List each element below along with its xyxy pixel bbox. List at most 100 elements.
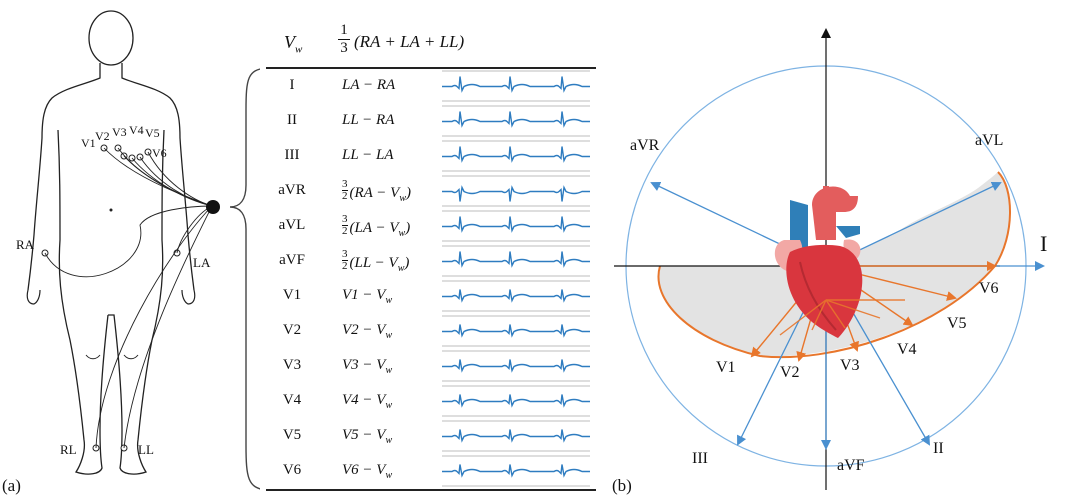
frontal-circle bbox=[625, 65, 1027, 467]
label-ll: LL bbox=[138, 442, 154, 457]
ecg-trace bbox=[442, 175, 590, 207]
row-lead-name: aVF bbox=[279, 252, 305, 268]
vector-V2 bbox=[796, 265, 827, 362]
label-vector-V3: V3 bbox=[840, 357, 860, 374]
axis-III bbox=[737, 265, 827, 446]
header-formula: (RA + LA + LL) bbox=[354, 32, 465, 51]
table-rule-bottom bbox=[266, 489, 596, 491]
table-row: V1 V1 − Vw bbox=[270, 278, 590, 313]
label-v4: V4 bbox=[129, 123, 144, 137]
row-lead-name: V2 bbox=[282, 322, 302, 338]
heart-left-atrium bbox=[843, 239, 861, 262]
label-axis-aVL: aVL bbox=[975, 132, 1004, 149]
heart-aorta bbox=[812, 186, 858, 240]
label-vector-V2: V2 bbox=[780, 364, 800, 381]
vector-V1 bbox=[750, 265, 827, 358]
label-vector-V4: V4 bbox=[897, 341, 917, 358]
body-outline bbox=[27, 63, 195, 475]
table-header: Vw 1 3 (RA + LA + LL) bbox=[270, 18, 600, 66]
row-lead-name: V5 bbox=[282, 427, 302, 443]
limb-lead-axes bbox=[650, 181, 1045, 450]
heart-ventricles bbox=[786, 244, 863, 338]
row-lead-name: V1 bbox=[282, 287, 302, 303]
table-row: V3 V3 − Vw bbox=[270, 348, 590, 383]
axis-aVL bbox=[825, 181, 1002, 267]
heart-aorta-branch-2 bbox=[833, 188, 839, 204]
ecg-trace bbox=[442, 140, 590, 172]
row-formula: LA − RA bbox=[342, 77, 396, 93]
body-hands bbox=[26, 289, 196, 305]
row-formula: LL − LA bbox=[342, 147, 394, 163]
vector-V4 bbox=[825, 265, 914, 327]
label-ra: RA bbox=[16, 237, 35, 252]
ecg-trace bbox=[442, 350, 590, 382]
precordial-vectors-front bbox=[779, 299, 905, 336]
row-lead-name: III bbox=[284, 147, 300, 163]
label-v1: V1 bbox=[81, 136, 96, 150]
row-lead-name: aVL bbox=[278, 217, 306, 233]
precordial-upper-fill bbox=[860, 172, 1011, 266]
row-lead-name: V3 bbox=[282, 357, 302, 373]
body-figure bbox=[26, 10, 260, 490]
row-formula: V2 − Vw bbox=[342, 322, 393, 341]
body-navel bbox=[109, 208, 113, 212]
heart-vena-cava bbox=[790, 200, 808, 252]
row-formula: V6 − Vw bbox=[342, 462, 393, 481]
header-fraction: 1 3 bbox=[338, 22, 350, 57]
body-head bbox=[88, 10, 134, 66]
heart-ventricle-highlight bbox=[799, 261, 837, 331]
header-vw: Vw bbox=[284, 32, 303, 56]
row-lead-name: V6 bbox=[282, 462, 302, 478]
heart-right-atrium bbox=[774, 240, 803, 272]
label-axis-III: III bbox=[692, 450, 708, 467]
heart-pulmonary bbox=[836, 226, 860, 238]
ecg-trace bbox=[442, 70, 590, 102]
label-la: LA bbox=[193, 255, 211, 270]
label-v2: V2 bbox=[95, 129, 110, 143]
ecg-trace bbox=[442, 385, 590, 417]
table-row: I LA − RA bbox=[270, 68, 590, 103]
row-formula: V1 − Vw bbox=[342, 287, 393, 306]
label-vector-V6: V6 bbox=[979, 280, 999, 297]
label-axis-aVF: aVF bbox=[837, 457, 865, 474]
vector-V5 bbox=[825, 265, 957, 301]
table-row: III LL − LA bbox=[270, 138, 590, 173]
row-lead-name: V4 bbox=[282, 392, 302, 408]
row-formula: V5 − Vw bbox=[342, 427, 393, 446]
table-brace bbox=[229, 68, 260, 490]
panel-label-a: (a) bbox=[2, 476, 21, 495]
label-axis-II: II bbox=[933, 440, 944, 457]
row-formula: V4 − Vw bbox=[342, 392, 393, 411]
ecg-trace bbox=[442, 105, 590, 137]
ecg-trace bbox=[442, 245, 590, 277]
label-vector-V5: V5 bbox=[947, 315, 967, 332]
label-v3: V3 bbox=[112, 125, 127, 139]
lead-wires bbox=[44, 147, 213, 449]
electrodes bbox=[41, 144, 181, 452]
ecg-trace bbox=[442, 280, 590, 312]
row-formula: V3 − Vw bbox=[342, 357, 393, 376]
lead-connector bbox=[206, 200, 220, 214]
ecg-trace bbox=[442, 455, 590, 487]
label-axis-I: I bbox=[1040, 231, 1048, 256]
label-v5: V5 bbox=[145, 126, 160, 140]
table-row: V6 V6 − Vw bbox=[270, 453, 590, 488]
row-lead-name: II bbox=[287, 112, 297, 128]
vector-V3 bbox=[825, 265, 859, 352]
label-vector-V1: V1 bbox=[716, 359, 736, 376]
axis-aVR bbox=[650, 181, 827, 267]
table-row: V4 V4 − Vw bbox=[270, 383, 590, 418]
label-rl: RL bbox=[60, 442, 77, 457]
row-lead-name: I bbox=[289, 77, 295, 93]
precordial-vectors bbox=[750, 261, 997, 362]
table-row: V5 V5 − Vw bbox=[270, 418, 590, 453]
